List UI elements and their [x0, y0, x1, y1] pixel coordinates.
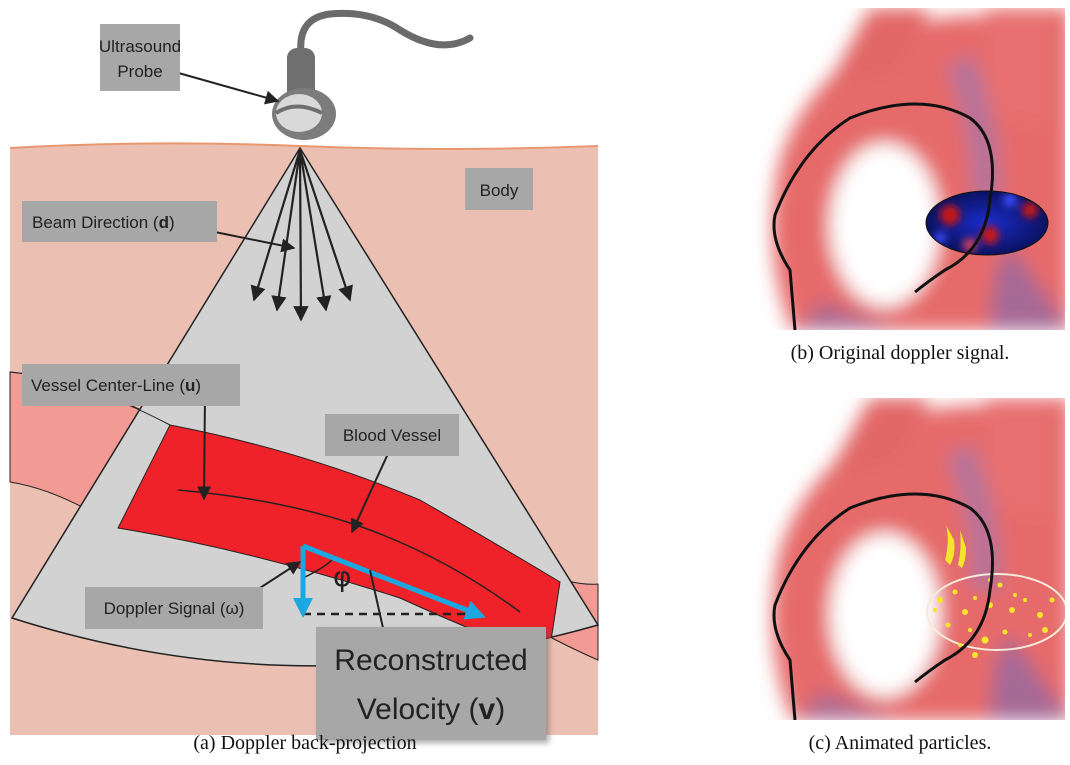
- svg-text:Vessel Center-Line (u): Vessel Center-Line (u): [31, 376, 201, 395]
- aorta-volume-c: [772, 398, 1070, 720]
- caption-a: (a) Doppler back-projection: [120, 732, 490, 755]
- caption-c: (c) Animated particles.: [735, 732, 1065, 755]
- label-vessel-centerline: Vessel Center-Line (u): [22, 364, 240, 406]
- doppler-signal-disc: [926, 191, 1048, 255]
- svg-text:Body: Body: [480, 181, 519, 200]
- aorta-volume: [772, 8, 1070, 330]
- caption-b: (b) Original doppler signal.: [735, 342, 1065, 365]
- svg-text:Blood Vessel: Blood Vessel: [343, 426, 441, 445]
- angle-label: φ: [333, 560, 351, 593]
- svg-text:Beam Direction (d): Beam Direction (d): [32, 213, 175, 232]
- svg-text:Probe: Probe: [117, 62, 162, 81]
- probe-icon: [272, 48, 336, 140]
- label-ultrasound-probe: Ultrasound Probe: [99, 24, 181, 91]
- label-body: Body: [465, 168, 533, 210]
- label-blood-vessel: Blood Vessel: [325, 414, 459, 456]
- panel-a: φ Ultrasound Probe Body Beam Direction (…: [10, 13, 598, 740]
- svg-text:Doppler Signal (ω): Doppler Signal (ω): [104, 599, 245, 618]
- probe-cable: [301, 13, 470, 52]
- panel-b-render: [772, 8, 1070, 330]
- label-doppler-signal: Doppler Signal (ω): [85, 587, 263, 629]
- panel-c-render: [772, 398, 1070, 720]
- svg-text:Reconstructed: Reconstructed: [334, 644, 527, 677]
- svg-text:Velocity (v): Velocity (v): [357, 693, 505, 726]
- label-beam-direction: Beam Direction (d): [22, 201, 217, 242]
- svg-text:Ultrasound: Ultrasound: [99, 37, 181, 56]
